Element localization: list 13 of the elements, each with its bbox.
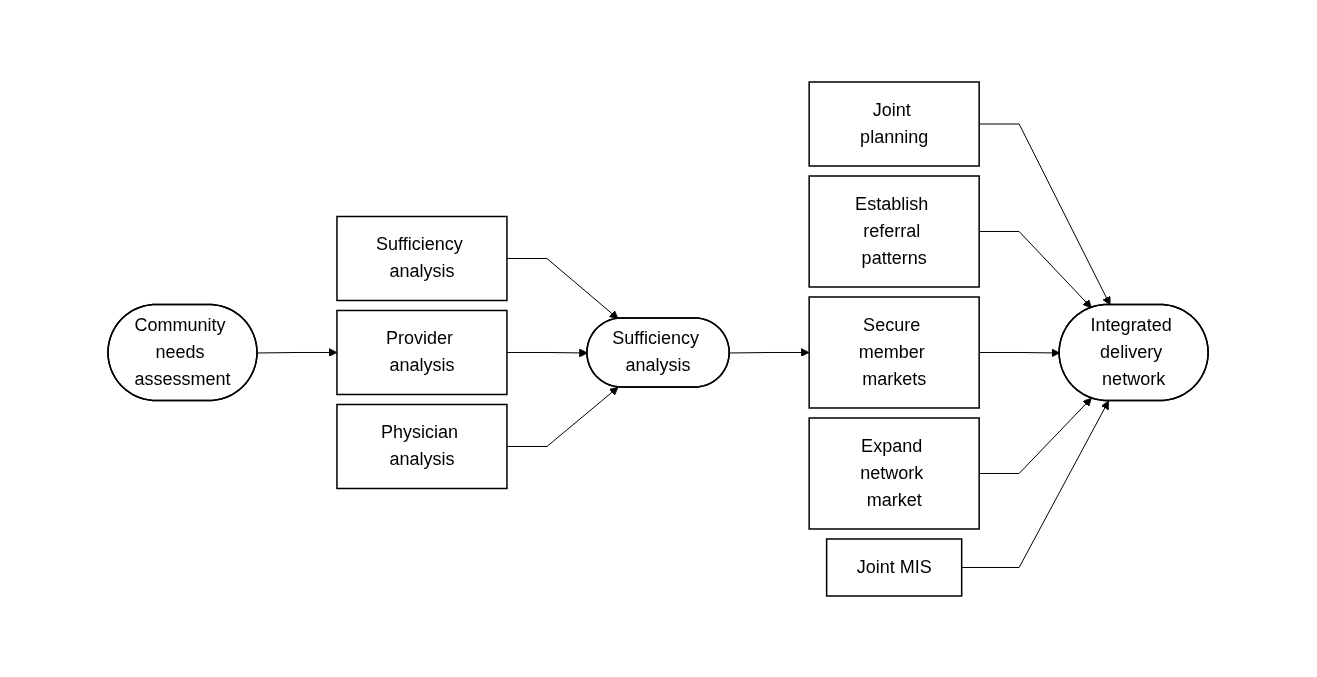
node-box: Joint planning [808, 80, 981, 167]
node-box: Physician analysis [336, 403, 509, 489]
arrow [979, 397, 1093, 474]
node-box: Establish referral patterns [808, 174, 981, 288]
arrow [257, 347, 338, 357]
arrow [979, 123, 1111, 305]
node-box: Expand network market [808, 416, 981, 530]
node-box: Sufficiency analysis [336, 215, 509, 301]
node-box: Joint MIS [826, 537, 963, 597]
arrow [979, 230, 1093, 308]
arrow [729, 347, 810, 357]
node-box: Secure member markets [808, 295, 981, 409]
node-box: Provider analysis [336, 309, 509, 395]
